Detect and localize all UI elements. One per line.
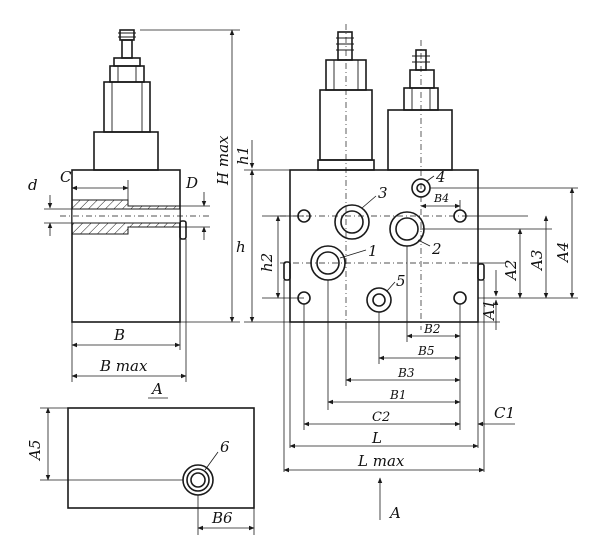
front-view: 3 2 1 5 4 B4 h h1 h2 A1 A2	[234, 24, 578, 522]
dim-label-a4: A4	[554, 242, 572, 264]
dim-label-a3: A3	[528, 250, 546, 272]
view-a: A 6 A5 B6	[26, 380, 255, 535]
dim-label-h-max: H max	[214, 135, 232, 186]
dim-label-b3: B3	[397, 366, 415, 380]
dim-label-a1: A1	[480, 300, 498, 322]
port-2	[389, 211, 425, 247]
port-3-label: 3	[378, 184, 388, 202]
dim-label-b-max: B max	[99, 357, 148, 375]
dim-label-c2: C2	[372, 410, 390, 425]
view-a-title: A	[150, 380, 163, 398]
dim-label-c1: C1	[494, 404, 515, 422]
dim-label-a5: A5	[26, 440, 44, 462]
dim-label-h2: h2	[258, 253, 276, 272]
dim-label-d: d	[28, 176, 38, 194]
side-adjuster-stem	[109, 29, 145, 83]
front-cartridge-right	[387, 49, 453, 171]
port-3	[334, 204, 370, 240]
bolt-hole-br	[453, 291, 467, 305]
side-valve-cartridge	[93, 81, 159, 171]
view-a-plate	[67, 407, 255, 509]
dim-label-a2: A2	[502, 260, 520, 282]
dim-label-h: h	[236, 238, 246, 256]
dim-label-b5: B5	[417, 344, 434, 358]
dim-label-b2: B2	[423, 322, 440, 336]
port-2-label: 2	[431, 240, 442, 258]
dim-label-l-max: L max	[357, 452, 405, 470]
dim-label-c: C	[60, 168, 72, 186]
port-5	[366, 287, 392, 313]
port-6-label: 6	[220, 438, 230, 456]
dim-label-h1: h1	[234, 146, 252, 165]
port-6	[182, 464, 214, 496]
port-1-label: 1	[368, 242, 378, 260]
dim-label-b4: B4	[433, 192, 449, 205]
dim-label-b1: B1	[389, 388, 406, 402]
view-arrow-a-label: A	[388, 504, 401, 522]
dim-label-b: B	[113, 326, 125, 344]
dim-label-l: L	[371, 429, 382, 447]
port-5-label: 5	[396, 272, 406, 290]
dim-label-b6: B6	[211, 509, 233, 527]
side-view: C d D H max B B max	[28, 29, 240, 382]
dim-label-d-upper: D	[185, 174, 198, 192]
port-4-label: 4	[435, 168, 446, 186]
front-body	[289, 169, 479, 323]
side-body	[60, 169, 210, 323]
